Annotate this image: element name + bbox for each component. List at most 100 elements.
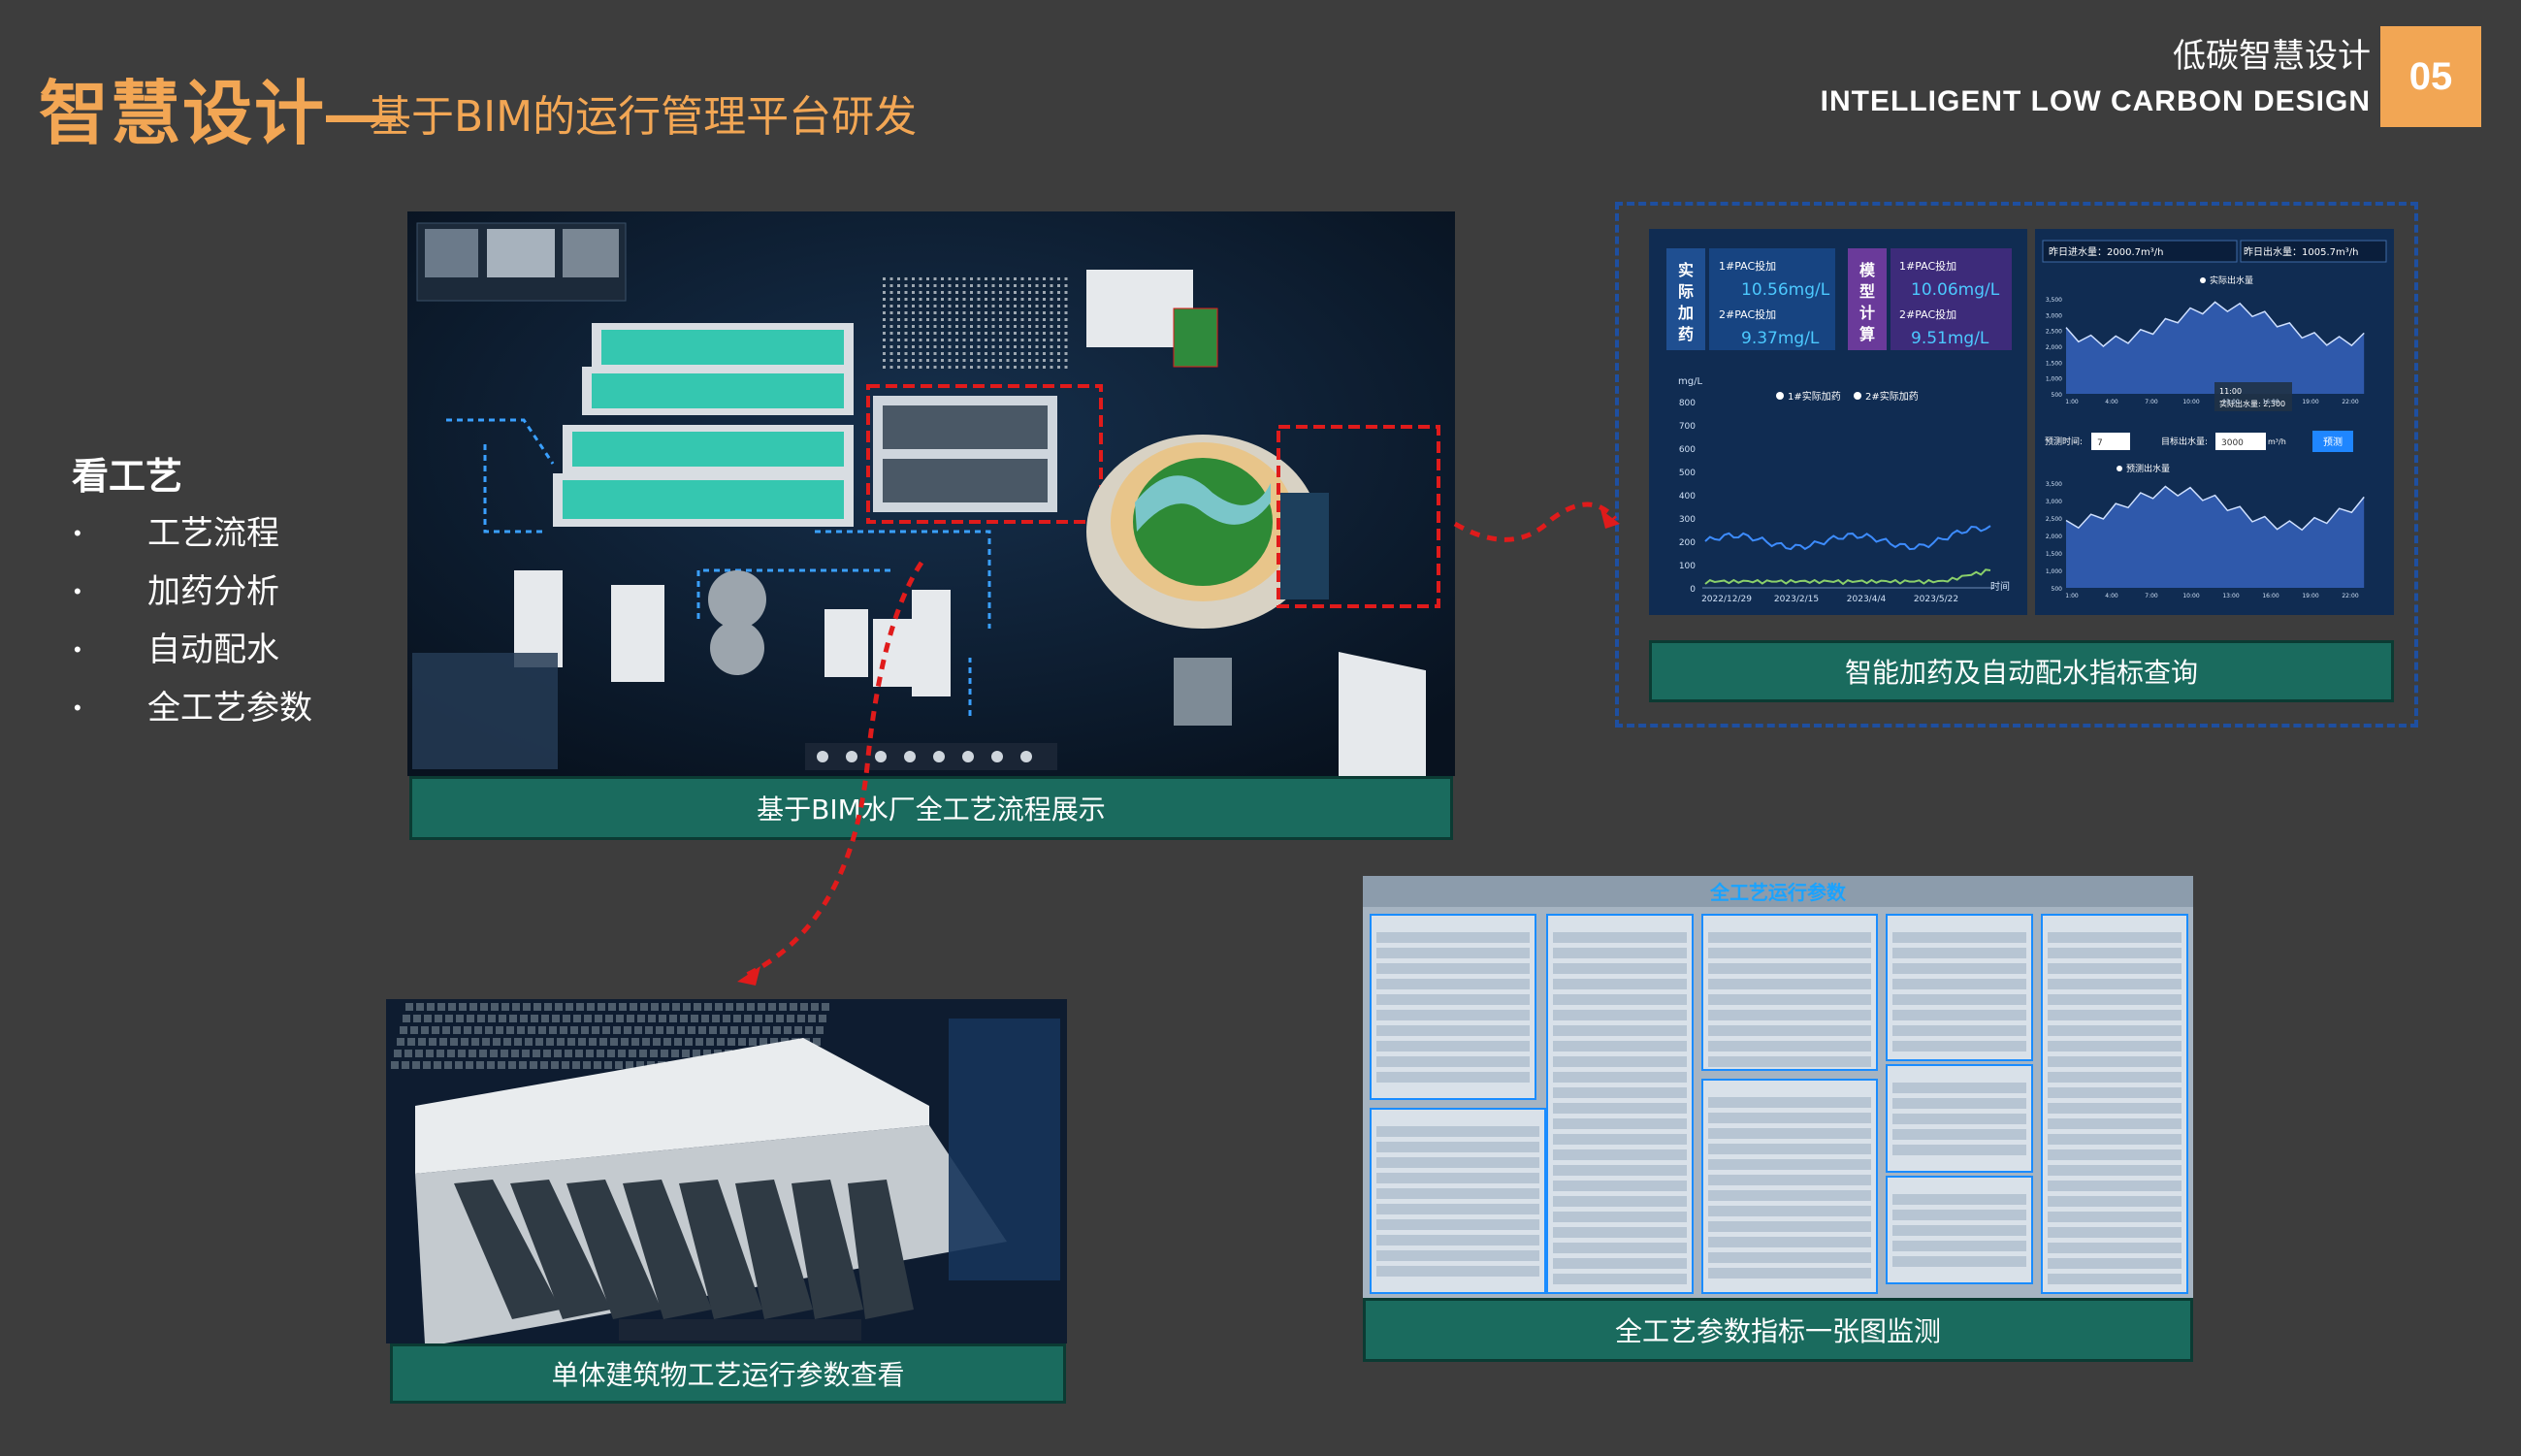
tooltip-value: 实际出水量: 2,300 xyxy=(2219,399,2285,408)
yesterday-outflow: 昨日出水量：1005.7m³/h xyxy=(2244,245,2358,258)
x-tick-label: 16:00 xyxy=(2262,399,2279,405)
actual-outflow-area xyxy=(2066,302,2365,394)
legend-predict-outflow: 预测出水量 xyxy=(2126,463,2170,474)
yesterday-inflow: 昨日进水量：2000.7m³/h xyxy=(2049,246,2163,258)
predict-time-input[interactable] xyxy=(2091,433,2130,450)
actual-pac2-value: 9.37mg/L xyxy=(1741,329,1820,348)
x-tick-label: 1:00 xyxy=(2065,593,2079,599)
predict-button-label: 预测 xyxy=(2323,436,2343,448)
y-tick-label: 2,000 xyxy=(2046,534,2062,540)
model-calc-tag xyxy=(1848,248,1887,350)
y-tick-label: 0 xyxy=(1690,585,1696,595)
list-item-label: 自动配水 xyxy=(147,631,279,668)
legend-label-1: 1#实际加药 xyxy=(1788,390,1841,403)
list-item: •全工艺参数 xyxy=(72,679,312,737)
bullet-icon: • xyxy=(74,696,81,720)
y-tick-label: 300 xyxy=(1679,515,1696,525)
bim-plant-view[interactable] xyxy=(407,211,1455,776)
x-tick-label: 7:00 xyxy=(2145,593,2158,599)
x-tick-label: 7:00 xyxy=(2145,399,2158,405)
y-tick-label: 1,500 xyxy=(2046,360,2062,367)
zoom-icon[interactable] xyxy=(875,751,887,762)
x-tick-label: 19:00 xyxy=(2302,593,2318,599)
water-supply-svg: 昨日进水量：2000.7m³/h 昨日出水量：1005.7m³/h 实际出水量 … xyxy=(2035,229,2394,615)
list-item: • 自动配水 xyxy=(72,621,312,679)
arrowhead-icon xyxy=(737,966,760,986)
water-supply-dashboard[interactable]: 昨日进水量：2000.7m³/h 昨日出水量：1005.7m³/h 实际出水量 … xyxy=(2035,229,2394,615)
x-tick-label: 10:00 xyxy=(2182,593,2199,599)
highlight-sedimentation[interactable] xyxy=(866,384,1103,524)
model-calc-label: 模型计算 xyxy=(1859,261,1876,343)
feature-list: •工艺流程 •加药分析 •自动配水 •全工艺参数 xyxy=(72,504,312,737)
sedimentation-basins xyxy=(454,1180,914,1319)
legend-label-2: 2#实际加药 xyxy=(1865,390,1919,403)
params-monitor[interactable]: 全工艺运行参数 xyxy=(1363,876,2193,1298)
highlight-pump-house[interactable] xyxy=(1277,425,1440,608)
pan-icon[interactable] xyxy=(846,751,857,762)
y-tick-label: 800 xyxy=(1679,399,1696,408)
x-tick-label: 1:00 xyxy=(2065,399,2079,405)
list-item-label: 加药分析 xyxy=(147,573,279,610)
y-tick-label: 200 xyxy=(1679,538,1696,548)
dot-grid xyxy=(883,277,1068,369)
home-icon[interactable] xyxy=(817,751,828,762)
model-pac2-value: 9.51mg/L xyxy=(1911,329,1989,348)
settings-icon[interactable] xyxy=(991,751,1003,762)
predict-time-value: 7 xyxy=(2097,438,2103,448)
viewer-toolbar[interactable] xyxy=(805,743,1057,770)
dosing-chart-svg: 实际加药 模型计算 1#PAC投加 10.56mg/L 2#PAC投加 9.37… xyxy=(1649,229,2027,615)
caption-bim-flow: 基于BIM水厂全工艺流程展示 xyxy=(409,776,1453,840)
params-popup[interactable] xyxy=(949,1019,1060,1280)
y-tick-label: 600 xyxy=(1679,445,1696,455)
model-pac2-label: 2#PAC投加 xyxy=(1899,307,1956,321)
target-outflow-label: 目标出水量: xyxy=(2161,436,2208,447)
y-tick-label: 100 xyxy=(1679,562,1696,571)
x-tick-label: 2022/12/29 xyxy=(1701,595,1752,604)
bullet-icon: • xyxy=(74,637,81,662)
circular-clarifier xyxy=(1086,435,1319,726)
x-tick-label: 2023/2/15 xyxy=(1774,595,1819,604)
y-tick-label: 2,500 xyxy=(2046,329,2062,336)
fullscreen-icon[interactable] xyxy=(1020,751,1032,762)
building-3d-view[interactable] xyxy=(386,999,1067,1343)
actual-dosing-tag xyxy=(1666,248,1705,350)
tooltip-time: 11:00 xyxy=(2219,387,2242,396)
caption-params-monitor: 全工艺参数指标一张图监测 xyxy=(1363,1298,2193,1362)
dosing-dashboard[interactable]: 实际加药 模型计算 1#PAC投加 10.56mg/L 2#PAC投加 9.37… xyxy=(1649,229,2027,615)
connector-to-dosing xyxy=(1453,502,1617,542)
model-pac1-label: 1#PAC投加 xyxy=(1899,259,1956,273)
target-outflow-input[interactable] xyxy=(2215,433,2266,450)
globe-icon[interactable] xyxy=(962,751,974,762)
target-outflow-value: 3000 xyxy=(2221,438,2244,448)
section-title: 看工艺 xyxy=(72,457,183,498)
y-tick-label: 3,000 xyxy=(2046,499,2062,505)
filter-basins xyxy=(553,323,854,527)
page-number-badge: 05 xyxy=(2380,26,2481,127)
y-tick-label: 1,500 xyxy=(2046,551,2062,558)
page-subtitle: 基于BIM的运行管理平台研发 xyxy=(369,92,918,142)
bullet-icon: • xyxy=(74,579,81,603)
predict-button[interactable] xyxy=(2312,431,2353,452)
model-pac1-value: 10.06mg/L xyxy=(1911,280,2000,300)
series-line-2 xyxy=(1704,568,1991,586)
bullet-icon: • xyxy=(74,521,81,545)
x-tick-label: 19:00 xyxy=(2302,399,2318,405)
x-tick-label: 2023/5/22 xyxy=(1914,595,1958,604)
param-tables xyxy=(1370,914,2188,1294)
y-tick-label: 1,000 xyxy=(2046,568,2062,575)
section-icon[interactable] xyxy=(933,751,945,762)
y-tick-label: 2,000 xyxy=(2046,344,2062,351)
pac1-label: 1#PAC投加 xyxy=(1719,259,1776,273)
y-tick-label: 500 xyxy=(1679,469,1696,478)
process-legend[interactable] xyxy=(412,653,558,769)
x-tick-label: 22:00 xyxy=(2342,593,2358,599)
viewer-toolbar[interactable] xyxy=(619,1319,861,1341)
measure-icon[interactable] xyxy=(904,751,916,762)
page-title: 智慧设计— xyxy=(39,76,399,153)
predict-outflow-line xyxy=(2065,485,2365,532)
legend-actual-outflow: 实际出水量 xyxy=(2210,275,2253,286)
